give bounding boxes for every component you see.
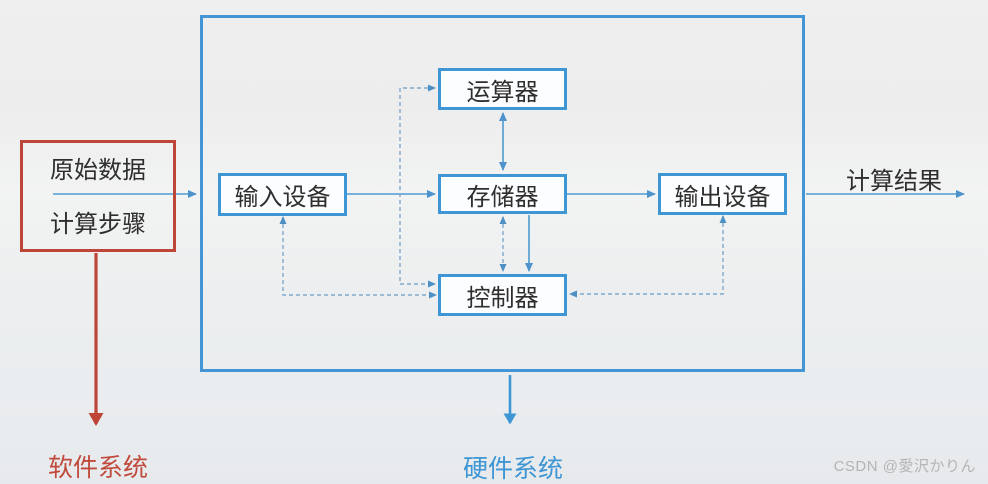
- node-controller: 控制器: [438, 274, 567, 316]
- calc-steps-label: 计算步骤: [50, 212, 146, 238]
- connector-control-to-output-dashed: [569, 215, 727, 298]
- raw-data-label: 原始数据: [50, 158, 146, 184]
- node-input-device: 输入设备: [218, 173, 347, 216]
- watermark: CSDN @愛沢かりん: [833, 458, 976, 475]
- output-device-label: 输出设备: [674, 184, 771, 211]
- node-output-device: 输出设备: [658, 173, 787, 215]
- node-memory: 存储器: [438, 174, 567, 214]
- connector-control-to-input-dashed: [279, 216, 437, 299]
- result-label: 计算结果: [846, 169, 942, 195]
- input-device-label: 输入设备: [234, 185, 331, 211]
- memory-label: 存储器: [466, 184, 539, 211]
- software-system-caption: 软件系统: [48, 455, 149, 482]
- hardware-system-boundary: [200, 15, 805, 372]
- node-arithmetic-unit: 运算器: [438, 68, 567, 110]
- hardware-system-caption: 硬件系统: [463, 456, 564, 483]
- controller-label: 控制器: [466, 285, 539, 312]
- software-input-box: 原始数据 计算步骤: [20, 140, 176, 252]
- arithmetic-unit-label: 运算器: [466, 79, 539, 106]
- connector-control-to-alu-dashed: [399, 84, 436, 288]
